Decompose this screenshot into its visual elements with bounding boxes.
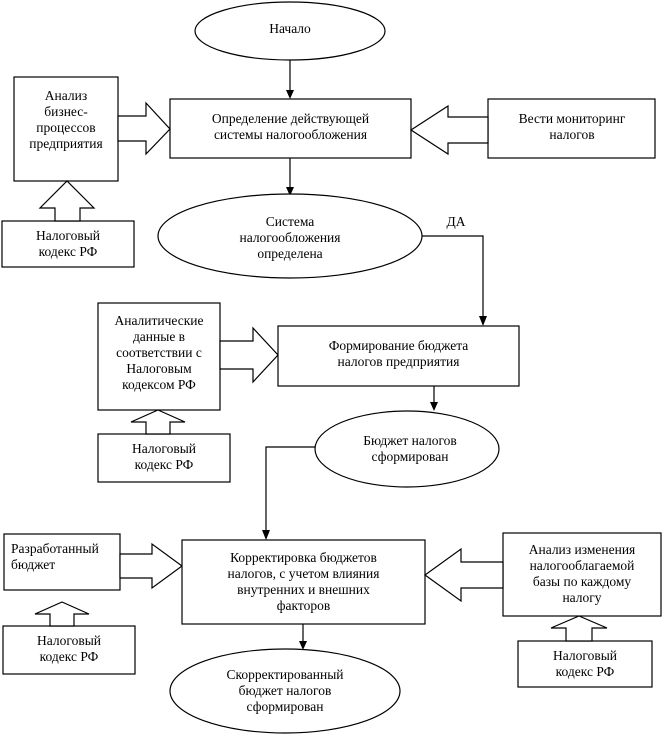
base-change-label: Анализ изменения налогооблагаемой базы п… — [528, 542, 636, 605]
adjust-budget-box — [181, 539, 426, 625]
define-system-label: Определение действующей системы налогооб… — [211, 111, 370, 142]
fat-arrow-basechange-to-adjust — [423, 547, 504, 603]
fat-arrow-taxcode2-to-analytical — [130, 409, 186, 435]
fat-arrow-developed-to-adjust — [119, 542, 184, 590]
analysis-box — [13, 76, 119, 182]
yes-connector — [422, 235, 484, 318]
fat-arrow-taxcode4-to-basechange — [550, 615, 608, 642]
connector-budget-to-adjust — [265, 446, 315, 532]
arrowhead — [286, 187, 294, 196]
start-label: Начало — [269, 21, 311, 36]
form-budget-box — [277, 325, 520, 387]
developed-budget-box — [3, 533, 121, 591]
fat-arrow-analysis-to-define — [117, 101, 171, 156]
tax-code-box-2 — [97, 433, 231, 483]
define-system-box — [169, 98, 412, 159]
arrowhead — [286, 90, 294, 99]
analysis-label: Анализ бизнес- процессов предприятия — [29, 88, 103, 151]
monitoring-label: Вести мониторинг налогов — [518, 111, 626, 142]
fat-arrow-taxcode1-to-analysis — [38, 180, 96, 222]
developed-budget-label: Разработанный бюджет — [11, 541, 99, 572]
system-defined-label: Система налогообложения определена — [239, 214, 341, 261]
fat-arrow-analytical-to-formation — [219, 326, 279, 384]
arrowhead — [430, 402, 438, 411]
analytical-data-label: Аналитические данные в соответствии с На… — [114, 313, 204, 392]
fat-arrow-monitoring-to-define — [409, 104, 489, 156]
yes-label: ДА — [446, 214, 466, 229]
tax-code-label-1: Налоговый кодекс РФ — [36, 228, 100, 259]
tax-code-label-3: Налоговый кодекс РФ — [37, 633, 101, 664]
tax-code-label-4: Налоговый кодекс РФ — [553, 648, 617, 679]
fat-arrow-taxcode3-to-developed — [34, 601, 90, 627]
adjust-budget-label: Корректировка бюджетов налогов, с учетом… — [227, 550, 380, 613]
tax-code-box-4 — [517, 640, 653, 688]
adjusted-budget-label: Скорректированный бюджет налогов сформир… — [226, 667, 344, 714]
budget-formed-ellipse — [314, 410, 500, 488]
adjusted-budget-ellipse — [169, 648, 401, 734]
tax-code-box-1 — [1, 220, 135, 268]
base-change-box — [502, 532, 662, 617]
arrowhead — [299, 641, 307, 650]
tax-code-label-2: Налоговый кодекс РФ — [132, 441, 196, 472]
form-budget-label: Формирование бюджета налогов предприятия — [328, 338, 469, 369]
arrowhead — [479, 316, 487, 326]
tax-code-box-3 — [2, 625, 136, 675]
arrowhead — [262, 530, 270, 540]
budget-formed-label: Бюджет налогов сформирован — [363, 433, 457, 464]
